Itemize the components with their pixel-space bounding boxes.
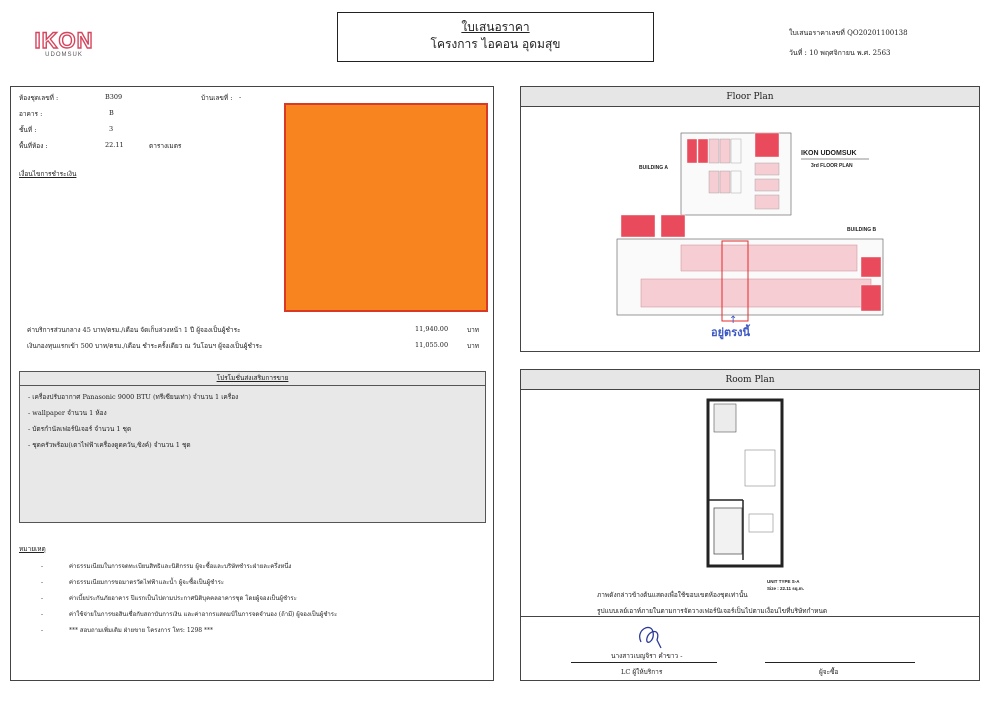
area-value: 22.11: [105, 141, 124, 149]
building-b-block: [616, 214, 884, 322]
floor-plan-panel: Floor Plan BUILDING A IKON UDOMSUK 3rd F…: [520, 86, 980, 352]
staff-name: นางสาวเบญจิรา คำขาว -: [611, 652, 683, 660]
unit-type-label: UNIT TYPE S-A: [767, 579, 800, 584]
promotion-title: โปรโมชั่นส่งเสริมการขาย: [20, 372, 485, 386]
title-line-1: ใบเสนอราคา: [461, 20, 530, 34]
logo-subtext: UDOMSUK: [45, 52, 83, 58]
fee-1-label: ค่าบริการส่วนกลาง 45 บาท/ตรม./เดือน จัดเ…: [27, 326, 241, 334]
room-plan-title: Room Plan: [521, 370, 979, 390]
document-title: ใบเสนอราคา โครงการ ไอคอน อุดมสุข: [337, 12, 654, 62]
divider: [521, 616, 979, 617]
buyer-signature-line: [765, 662, 915, 663]
project-logo: IKON UDOMSUK: [30, 28, 98, 64]
promotion-item: - เครื่องปรับอากาศ Panasonic 9000 BTU (ท…: [28, 393, 239, 401]
building-a-label: BUILDING A: [639, 165, 668, 171]
fee-2-unit: บาท: [467, 342, 480, 350]
unit-value: B309: [105, 93, 123, 101]
building-b-label: BUILDING B: [847, 227, 877, 233]
payment-heading: เงื่อนไขการชำระเงิน: [19, 170, 77, 178]
staff-signature-line: [571, 662, 717, 663]
building-label: อาคาร :: [19, 110, 43, 118]
area-unit: ตารางเมตร: [149, 142, 182, 150]
floor-label: ชั้นที่ :: [19, 126, 37, 134]
quotation-date: วันที่ : 10 พฤศจิกายน พ.ศ. 2563: [789, 49, 891, 57]
notes-heading: หมายเหตุ: [19, 545, 46, 553]
note-item: -ค่าเบี้ยประกันภัยอาคาร ปีแรกเป็นไปตามปร…: [41, 595, 297, 602]
floor-number-label: 3rd FLOOR PLAN: [811, 163, 853, 169]
payment-redacted-box: [284, 103, 488, 312]
title-line-2: โครงการ ไอคอน อุดมสุข: [430, 37, 561, 51]
fee-1-unit: บาท: [467, 326, 480, 334]
promotion-box: โปรโมชั่นส่งเสริมการขาย - เครื่องปรับอาก…: [19, 371, 486, 523]
here-arrow-icon: ↑: [729, 315, 737, 326]
buyer-role: ผู้จะซื้อ: [819, 668, 839, 676]
room-plan-panel: Room Plan UNIT TYPE S-A Size : 22.11 sq.…: [520, 369, 980, 681]
note-item: -ค่าธรรมเนียมในการจดทะเบียนสิทธิและนิติก…: [41, 563, 292, 570]
house-value: -: [239, 93, 242, 101]
unit-details-panel: ห้องชุดเลขที่ : B309 บ้านเลขที่ : - อาคา…: [10, 86, 494, 681]
fee-2-amount: 11,055.00: [415, 341, 449, 349]
quotation-number: ใบเสนอราคาเลขที่ QO20201100138: [789, 29, 908, 37]
promotion-item: - ชุดครัวพร้อม(เตาไฟฟ้าเครื่องดูดควัน,ซิ…: [28, 441, 191, 449]
staff-role: LC ผู้ให้บริการ: [621, 668, 663, 676]
house-label: บ้านเลขที่ :: [201, 94, 233, 102]
project-name-label: IKON UDOMSUK: [801, 150, 857, 157]
floor-plan-drawing: BUILDING A IKON UDOMSUK 3rd FLOOR PLAN B…: [616, 132, 884, 326]
logo-text: IKON: [34, 28, 94, 53]
room-plan-note-2: รูปแบบเลย์เอาท์ภายในตามการจัดวางเฟอร์นิเ…: [597, 607, 828, 615]
promotion-item: - บัตรกำนัลเฟอร์นิเจอร์ จำนวน 1 ชุด: [28, 425, 132, 433]
here-label: อยู่ตรงนี้: [711, 326, 750, 339]
unit-size-label: Size : 22.11 sq.m.: [767, 586, 804, 591]
building-a-block: [680, 132, 792, 216]
room-plan-note-1: ภาพดังกล่าวข้างต้นแสดงเพื่อใช้ขอบเขตห้อง…: [597, 591, 748, 599]
building-value: B: [109, 109, 114, 117]
note-item: -*** สอบถามเพิ่มเติม ฝ่ายขาย โครงการ โทร…: [41, 627, 214, 634]
area-label: พื้นที่ห้อง :: [19, 142, 48, 150]
note-item: -ค่าธรรมเนียมการขอมาตรวัดไฟฟ้าและน้ำ ผู้…: [41, 579, 225, 586]
note-item: -ค่าใช้จ่ายในการขอสินเชื่อกับสถาบันการเง…: [41, 611, 338, 618]
room-layout: [706, 398, 784, 568]
unit-label: ห้องชุดเลขที่ :: [19, 94, 59, 102]
floor-value: 3: [109, 125, 114, 133]
fee-1-amount: 11,940.00: [415, 325, 449, 333]
floor-plan-title: Floor Plan: [521, 87, 979, 107]
signature-image: [639, 626, 662, 649]
room-plan-drawing: UNIT TYPE S-A Size : 22.11 sq.m.: [706, 398, 804, 591]
promotion-item: - wallpaper จำนวน 1 ห้อง: [28, 409, 107, 417]
fee-2-label: เงินกองทุนแรกเข้า 500 บาท/ตรม./เดือน ชำร…: [27, 342, 263, 350]
